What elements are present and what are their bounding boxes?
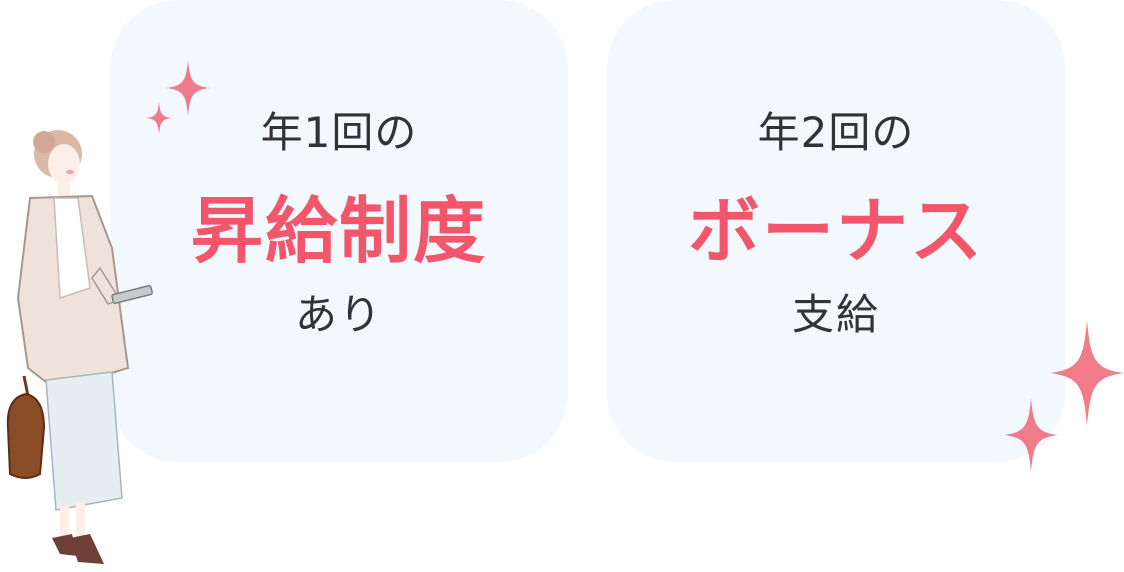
sparkle-icon <box>146 101 172 135</box>
raise-card-bottom-text: あり <box>294 290 383 339</box>
sparkle-icon <box>166 60 210 116</box>
bonus-card-title: ボーナス <box>687 189 984 273</box>
bonus-card-bottom-text: 支給 <box>791 290 880 339</box>
sparkle-icon <box>1050 320 1124 426</box>
woman-illustration <box>6 130 153 564</box>
raise-card-top-text: 年1回の <box>260 108 418 157</box>
raise-card-title: 昇給制度 <box>190 189 487 273</box>
bonus-card: 年2回の ボーナス 支給 <box>607 0 1065 462</box>
sparkle-icon <box>1004 398 1058 472</box>
bonus-card-top-text: 年2回の <box>757 108 915 157</box>
